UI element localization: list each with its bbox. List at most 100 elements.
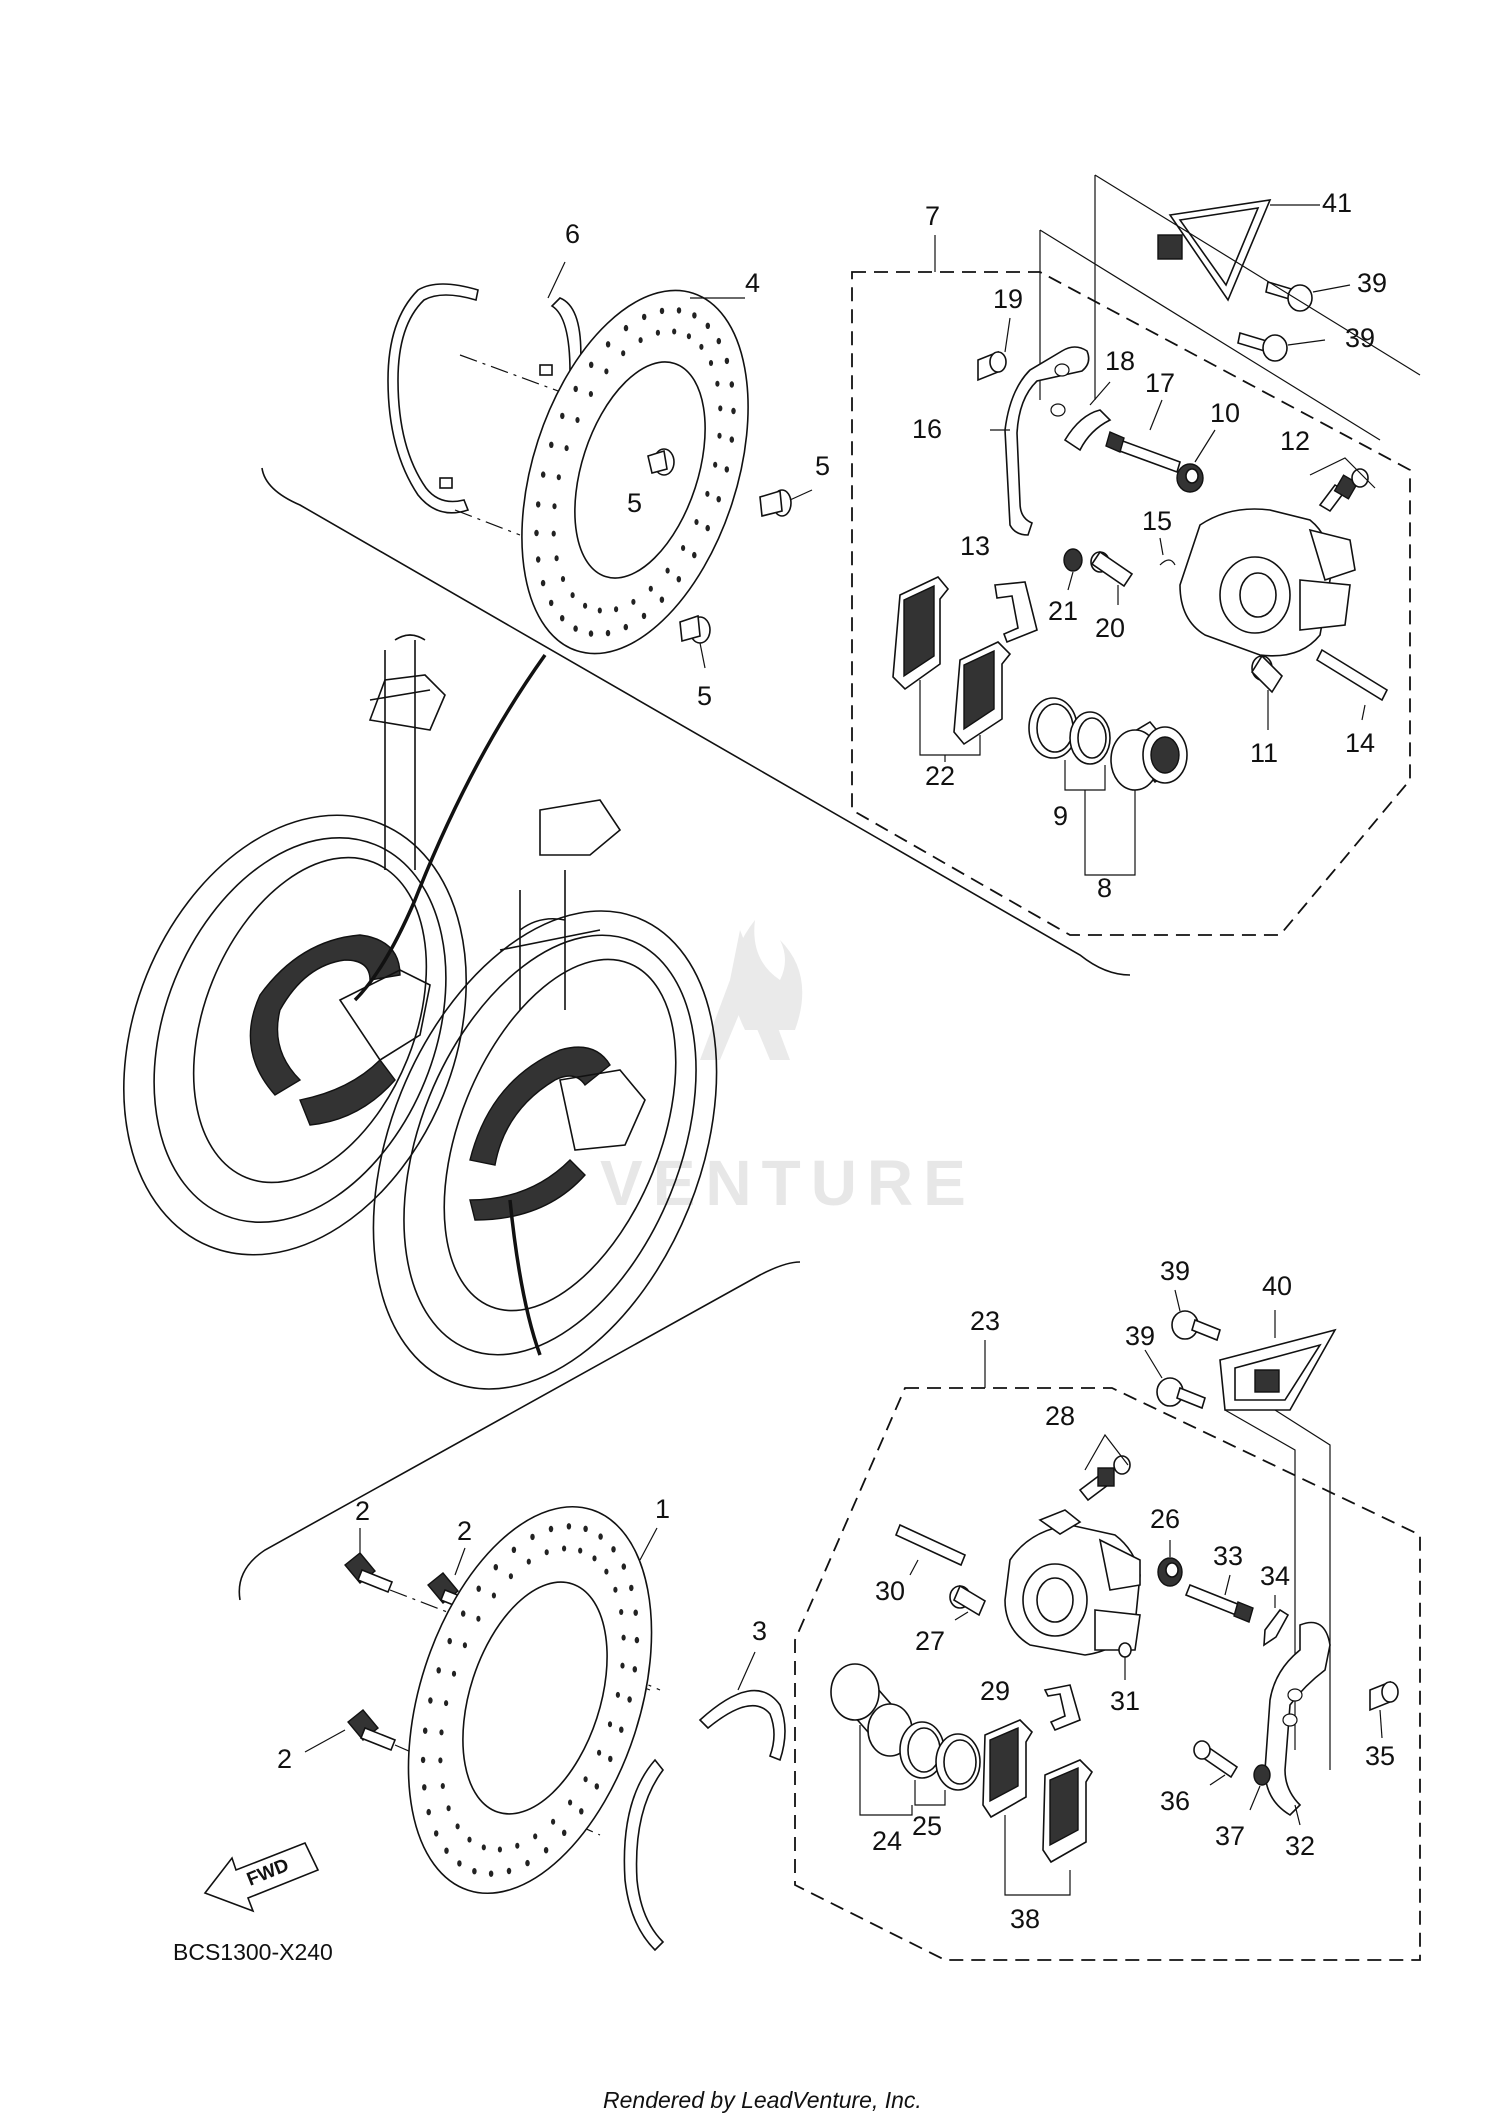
cover6-leader (547, 261, 566, 299)
disc-hole (508, 1573, 513, 1580)
p18-leader (1089, 381, 1111, 406)
b39a-leader (1312, 284, 1351, 293)
disc-hole (608, 1755, 613, 1763)
callout-10: 10 (1210, 398, 1240, 428)
disc-hole (511, 1546, 517, 1554)
pin-36 (1193, 1740, 1239, 1779)
callout-25: 25 (912, 1811, 942, 1841)
disc-hole (598, 1533, 603, 1540)
disc-hole (620, 1662, 625, 1669)
washer-37 (1253, 1764, 1271, 1786)
disc-hole (481, 1844, 486, 1851)
boot-10 (1176, 463, 1204, 493)
disc-hole (686, 333, 692, 340)
disc-hole (457, 1860, 462, 1867)
p19-leader (1004, 317, 1011, 353)
disc-hole (583, 1525, 588, 1533)
disc-hole (692, 551, 697, 559)
brake-pads-38 (982, 1719, 1094, 1864)
disc-hole (717, 432, 722, 439)
separator-upper (261, 467, 1131, 976)
disc-hole (583, 1776, 588, 1783)
caliper-bracket-32 (1264, 1621, 1331, 1817)
disc-hole (548, 1525, 554, 1533)
footer-credit: Rendered by LeadVenture, Inc. (603, 2087, 922, 2113)
p8-bracket (1084, 790, 1136, 876)
disc-hole (467, 1836, 472, 1843)
assembly-23-box (794, 1387, 1421, 1961)
disc1-leader (639, 1527, 658, 1561)
bracket32-hole-b (1282, 1713, 1298, 1727)
callout-39a: 39 (1357, 268, 1387, 298)
p37-leader (1249, 1785, 1261, 1811)
disc-hole (444, 1700, 449, 1707)
disc-hole (676, 576, 682, 583)
clip-31 (1118, 1642, 1132, 1658)
disc-hole (549, 441, 554, 448)
pin-30 (894, 1523, 967, 1567)
callout-2b: 2 (457, 1516, 472, 1546)
disc-hole (592, 1555, 597, 1562)
callout-6: 6 (565, 219, 580, 249)
disc-hole (422, 1727, 428, 1734)
callout-16: 16 (912, 414, 942, 444)
callout-41: 41 (1322, 188, 1352, 218)
disc-hole (426, 1808, 431, 1816)
disc-hole (440, 1783, 445, 1789)
b39c-leader (1174, 1289, 1181, 1312)
disc-hole (724, 466, 730, 473)
disc-hole (623, 623, 629, 631)
disc-hole (708, 360, 714, 366)
piston-seals-25 (899, 1721, 981, 1791)
callout-15: 15 (1142, 506, 1172, 536)
disc-hole (613, 1586, 618, 1593)
disc-hole (530, 1533, 535, 1541)
disc-hole (436, 1667, 441, 1674)
bracket-40-clip (1254, 1369, 1280, 1393)
disc-hole (705, 524, 710, 532)
callout-24: 24 (872, 1826, 902, 1856)
disc-bolt-5c (679, 614, 711, 644)
disc-hole (559, 615, 565, 622)
disc-hole (561, 1829, 567, 1837)
bracket16-hole-a (1054, 363, 1070, 377)
disc-hole (568, 1799, 573, 1806)
disc-hole (438, 1757, 443, 1764)
p32-leader (1294, 1804, 1301, 1826)
bolt5c-leader (699, 642, 706, 669)
caliper-body-bottom (1004, 1509, 1141, 1656)
p24-bracket (859, 1725, 913, 1816)
disc-hole (462, 1642, 467, 1649)
leader-bottom-to-wheel (508, 1199, 542, 1356)
disc-hole (447, 1637, 452, 1645)
callout-21: 21 (1048, 596, 1078, 626)
disc-hole (579, 1808, 584, 1815)
piston-8 (1110, 720, 1188, 791)
disc-hole (564, 445, 569, 452)
bolt-39-top-a (1265, 280, 1313, 312)
fwd-arrow: FWD (203, 1841, 320, 1913)
disc-bolt-5a (647, 448, 675, 476)
disc-hole (420, 1756, 426, 1764)
callout-13: 13 (960, 531, 990, 561)
callout-39c: 39 (1160, 1256, 1190, 1286)
disc-hole (715, 380, 720, 387)
callout-36: 36 (1160, 1786, 1190, 1816)
b2b-leader (454, 1547, 466, 1576)
callout-8: 8 (1097, 873, 1112, 903)
disc-hole (506, 1867, 512, 1875)
disc-hole (583, 602, 588, 609)
disc-hole (641, 612, 647, 620)
p17-leader (1149, 399, 1163, 431)
disc-hole (705, 490, 710, 497)
p30-leader (909, 1559, 919, 1576)
disc-hole (446, 1805, 451, 1812)
callout-39d: 39 (1125, 1321, 1155, 1351)
disc-hole (444, 1847, 449, 1854)
p36-leader (1209, 1774, 1226, 1786)
callout-38: 38 (1010, 1904, 1040, 1934)
pin-17 (1105, 431, 1181, 474)
disc-hole (488, 1870, 494, 1877)
disc-hole (562, 1545, 567, 1552)
